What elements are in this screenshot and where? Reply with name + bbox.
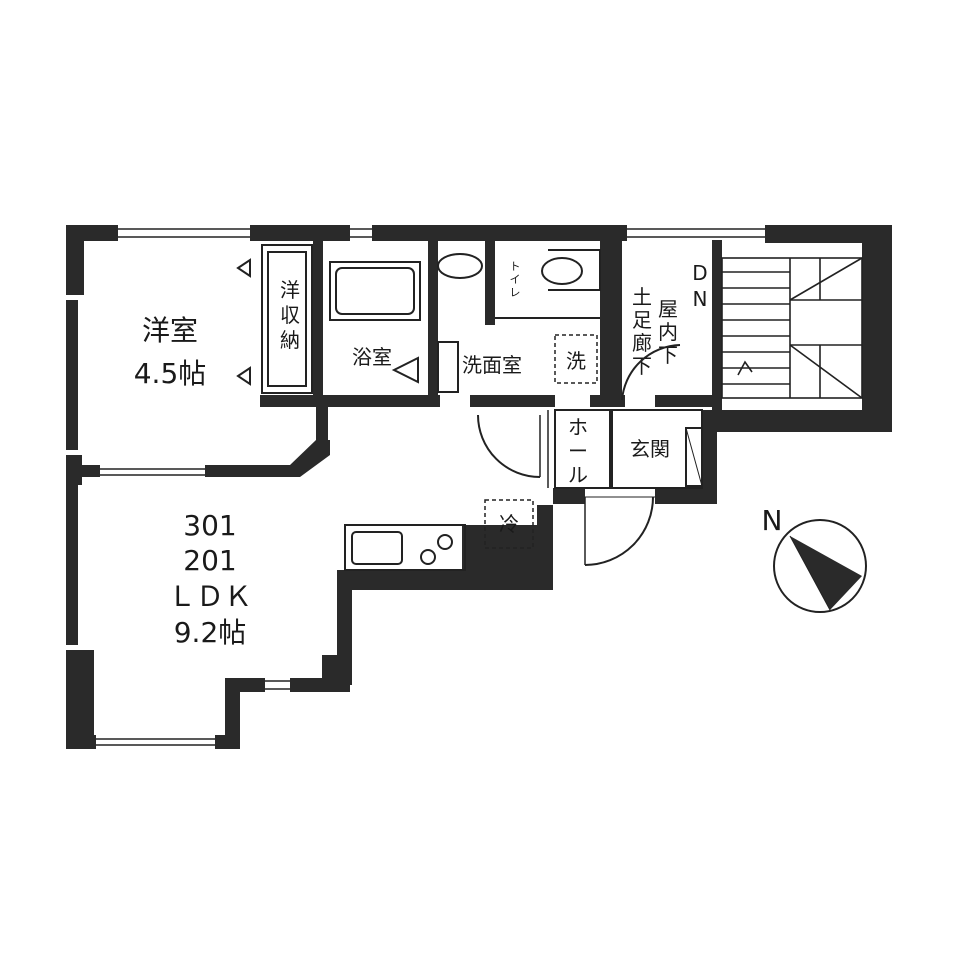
stairs-dn-n: N	[693, 287, 708, 311]
corridor-right-1: 屋	[658, 297, 678, 321]
windows	[96, 228, 765, 746]
unit-number-201: 201	[183, 544, 236, 577]
corridor-left-4: 下	[632, 354, 652, 378]
western-room-name: 洋室	[142, 314, 198, 347]
kitchen-counter	[344, 524, 466, 571]
closet-char-3: 納	[280, 328, 300, 352]
washroom: 洗 洗面室	[437, 253, 598, 393]
stove-burner-icon	[420, 549, 436, 565]
exterior-walls	[66, 225, 892, 749]
stairs-dn-d: D	[692, 261, 707, 285]
compass-north-label: N	[762, 504, 783, 537]
stairs: D N	[692, 257, 863, 399]
unit-number-301: 301	[183, 509, 236, 542]
closet: 洋 収 納	[236, 244, 313, 394]
fridge-mark: 冷	[499, 512, 519, 536]
closet-char-1: 洋	[280, 278, 300, 302]
bathroom-name: 浴室	[352, 345, 392, 369]
washer-space-icon	[554, 334, 598, 384]
western-room: 洋室 4.5帖	[134, 314, 207, 390]
ldk-room: 冷 301 201 ＬＤＫ 9.2帖	[168, 499, 534, 649]
fridge-space-icon	[484, 499, 534, 549]
compass: N	[762, 504, 867, 613]
hall-char-2: ー	[568, 439, 588, 463]
corridor-left-3: 廊	[632, 331, 652, 355]
compass-needle-icon	[790, 536, 862, 610]
toilet: ト イ レ	[495, 249, 601, 319]
entrance: 玄関	[584, 409, 703, 566]
toilet-char-1: ト	[510, 260, 521, 273]
toilet-char-3: レ	[510, 286, 521, 299]
bathroom: 浴室	[329, 261, 421, 384]
washer-mark: 洗	[566, 349, 586, 373]
bathtub-icon	[329, 261, 421, 321]
hall-char-1: ホ	[568, 415, 588, 439]
toilet-char-2: イ	[510, 273, 521, 286]
sink-icon	[351, 531, 403, 565]
corridor-left-2: 足	[632, 308, 652, 332]
indoor-corridor: 土 足 廊 下 屋 内 下	[621, 285, 681, 401]
corridor-right-2: 内	[658, 320, 678, 344]
entrance-name: 玄関	[630, 437, 670, 461]
washbasin-icon	[437, 253, 483, 279]
hall: ホ ー ル	[477, 409, 611, 489]
toilet-bowl-icon	[541, 257, 583, 285]
corridor-left-1: 土	[632, 285, 652, 309]
western-room-diagonal-wall	[290, 400, 330, 477]
washroom-name: 洗面室	[462, 353, 522, 377]
western-room-size: 4.5帖	[134, 357, 207, 390]
closet-char-2: 収	[280, 303, 300, 327]
ldk-size: 9.2帖	[174, 616, 247, 649]
corridor-right-3: 下	[658, 343, 678, 367]
hall-char-3: ル	[568, 463, 588, 487]
ldk-name: ＬＤＫ	[168, 580, 252, 613]
